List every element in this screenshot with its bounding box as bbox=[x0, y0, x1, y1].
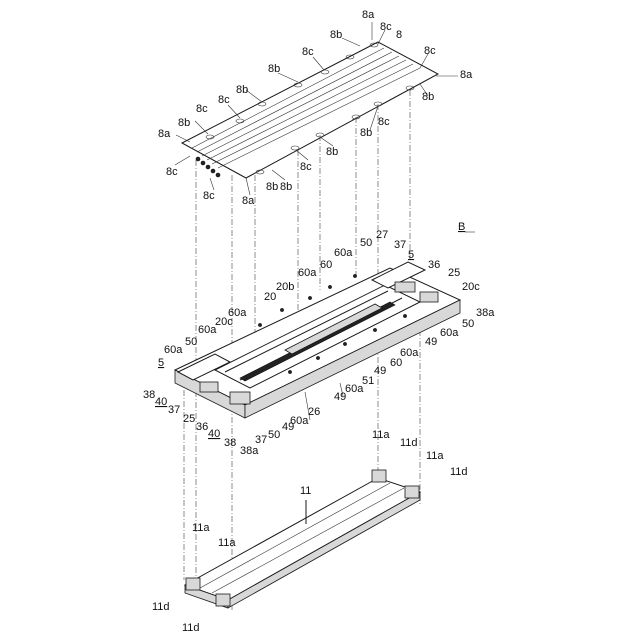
label-11a: 11a bbox=[426, 450, 444, 462]
label-8c: 8c bbox=[378, 116, 390, 128]
label-8a: 8a bbox=[242, 195, 255, 207]
label-26: 26 bbox=[308, 406, 320, 418]
label-60a: 60a bbox=[298, 267, 317, 279]
label-37: 37 bbox=[168, 404, 180, 416]
label-60a: 60a bbox=[334, 247, 353, 259]
label-8b: 8b bbox=[422, 91, 434, 103]
label-8a: 8a bbox=[460, 69, 473, 81]
label-8c: 8c bbox=[424, 45, 436, 57]
label-36: 36 bbox=[428, 259, 440, 271]
flexible-cable-sheet bbox=[182, 42, 438, 178]
label-11d: 11d bbox=[182, 622, 200, 634]
label-8b: 8b bbox=[266, 181, 278, 193]
label-8c: 8c bbox=[166, 166, 178, 178]
label-49: 49 bbox=[282, 421, 294, 433]
label-8c: 8c bbox=[203, 190, 215, 202]
label-27: 27 bbox=[376, 229, 388, 241]
label-49: 49 bbox=[425, 336, 437, 348]
label-11d: 11d bbox=[400, 437, 418, 449]
label-60a: 60a bbox=[440, 327, 459, 339]
label-11d: 11d bbox=[152, 601, 170, 613]
label-5: 5 bbox=[158, 357, 164, 369]
label-50: 50 bbox=[462, 318, 474, 330]
label-25: 25 bbox=[183, 413, 195, 425]
label-20: 20 bbox=[264, 291, 276, 303]
label-11d: 11d bbox=[450, 466, 468, 478]
label-40: 40 bbox=[208, 428, 220, 440]
label-11: 11 bbox=[300, 485, 311, 497]
label-8a: 8a bbox=[158, 128, 171, 140]
label-38a: 38a bbox=[240, 445, 259, 457]
label-49: 49 bbox=[374, 365, 386, 377]
label-8c: 8c bbox=[300, 161, 312, 173]
label-50: 50 bbox=[360, 237, 372, 249]
label-40: 40 bbox=[155, 396, 167, 408]
label-8b: 8b bbox=[236, 84, 248, 96]
label-50: 50 bbox=[268, 429, 280, 441]
label-49: 49 bbox=[334, 391, 346, 403]
label-8b: 8b bbox=[178, 117, 190, 129]
label-11a: 11a bbox=[192, 522, 210, 534]
label-60a: 60a bbox=[400, 347, 419, 359]
label-36: 36 bbox=[196, 421, 208, 433]
label-8b: 8b bbox=[360, 127, 372, 139]
label-8c: 8c bbox=[380, 21, 392, 33]
label-8c: 8c bbox=[218, 94, 230, 106]
label-37: 37 bbox=[394, 239, 406, 251]
label-20b: 20b bbox=[276, 281, 294, 293]
label-8b: 8b bbox=[326, 146, 338, 158]
label-60: 60 bbox=[320, 259, 332, 271]
label-11a: 11a bbox=[372, 429, 390, 441]
label-20c: 20c bbox=[462, 281, 480, 293]
label-38a: 38a bbox=[476, 307, 495, 319]
carrier-assembly bbox=[175, 262, 460, 418]
label-38: 38 bbox=[143, 389, 155, 401]
label-50: 50 bbox=[185, 336, 197, 348]
label-8: 8 bbox=[396, 29, 402, 41]
label-8b: 8b bbox=[268, 63, 280, 75]
label-60a: 60a bbox=[164, 344, 183, 356]
label-8c: 8c bbox=[302, 46, 314, 58]
label-8b: 8b bbox=[280, 181, 292, 193]
label-20c: 20c bbox=[215, 316, 233, 328]
label-51: 51 bbox=[362, 375, 374, 387]
label-25: 25 bbox=[448, 267, 460, 279]
label-5: 5 bbox=[408, 249, 414, 261]
label-38: 38 bbox=[224, 437, 236, 449]
label-8b: 8b bbox=[330, 29, 342, 41]
label-11a: 11a bbox=[218, 537, 236, 549]
label-60: 60 bbox=[390, 357, 402, 369]
label-B: B bbox=[458, 221, 465, 233]
label-8c: 8c bbox=[196, 103, 208, 115]
label-60a: 60a bbox=[198, 324, 217, 336]
label-60a: 60a bbox=[345, 383, 364, 395]
label-8a: 8a bbox=[362, 9, 375, 21]
